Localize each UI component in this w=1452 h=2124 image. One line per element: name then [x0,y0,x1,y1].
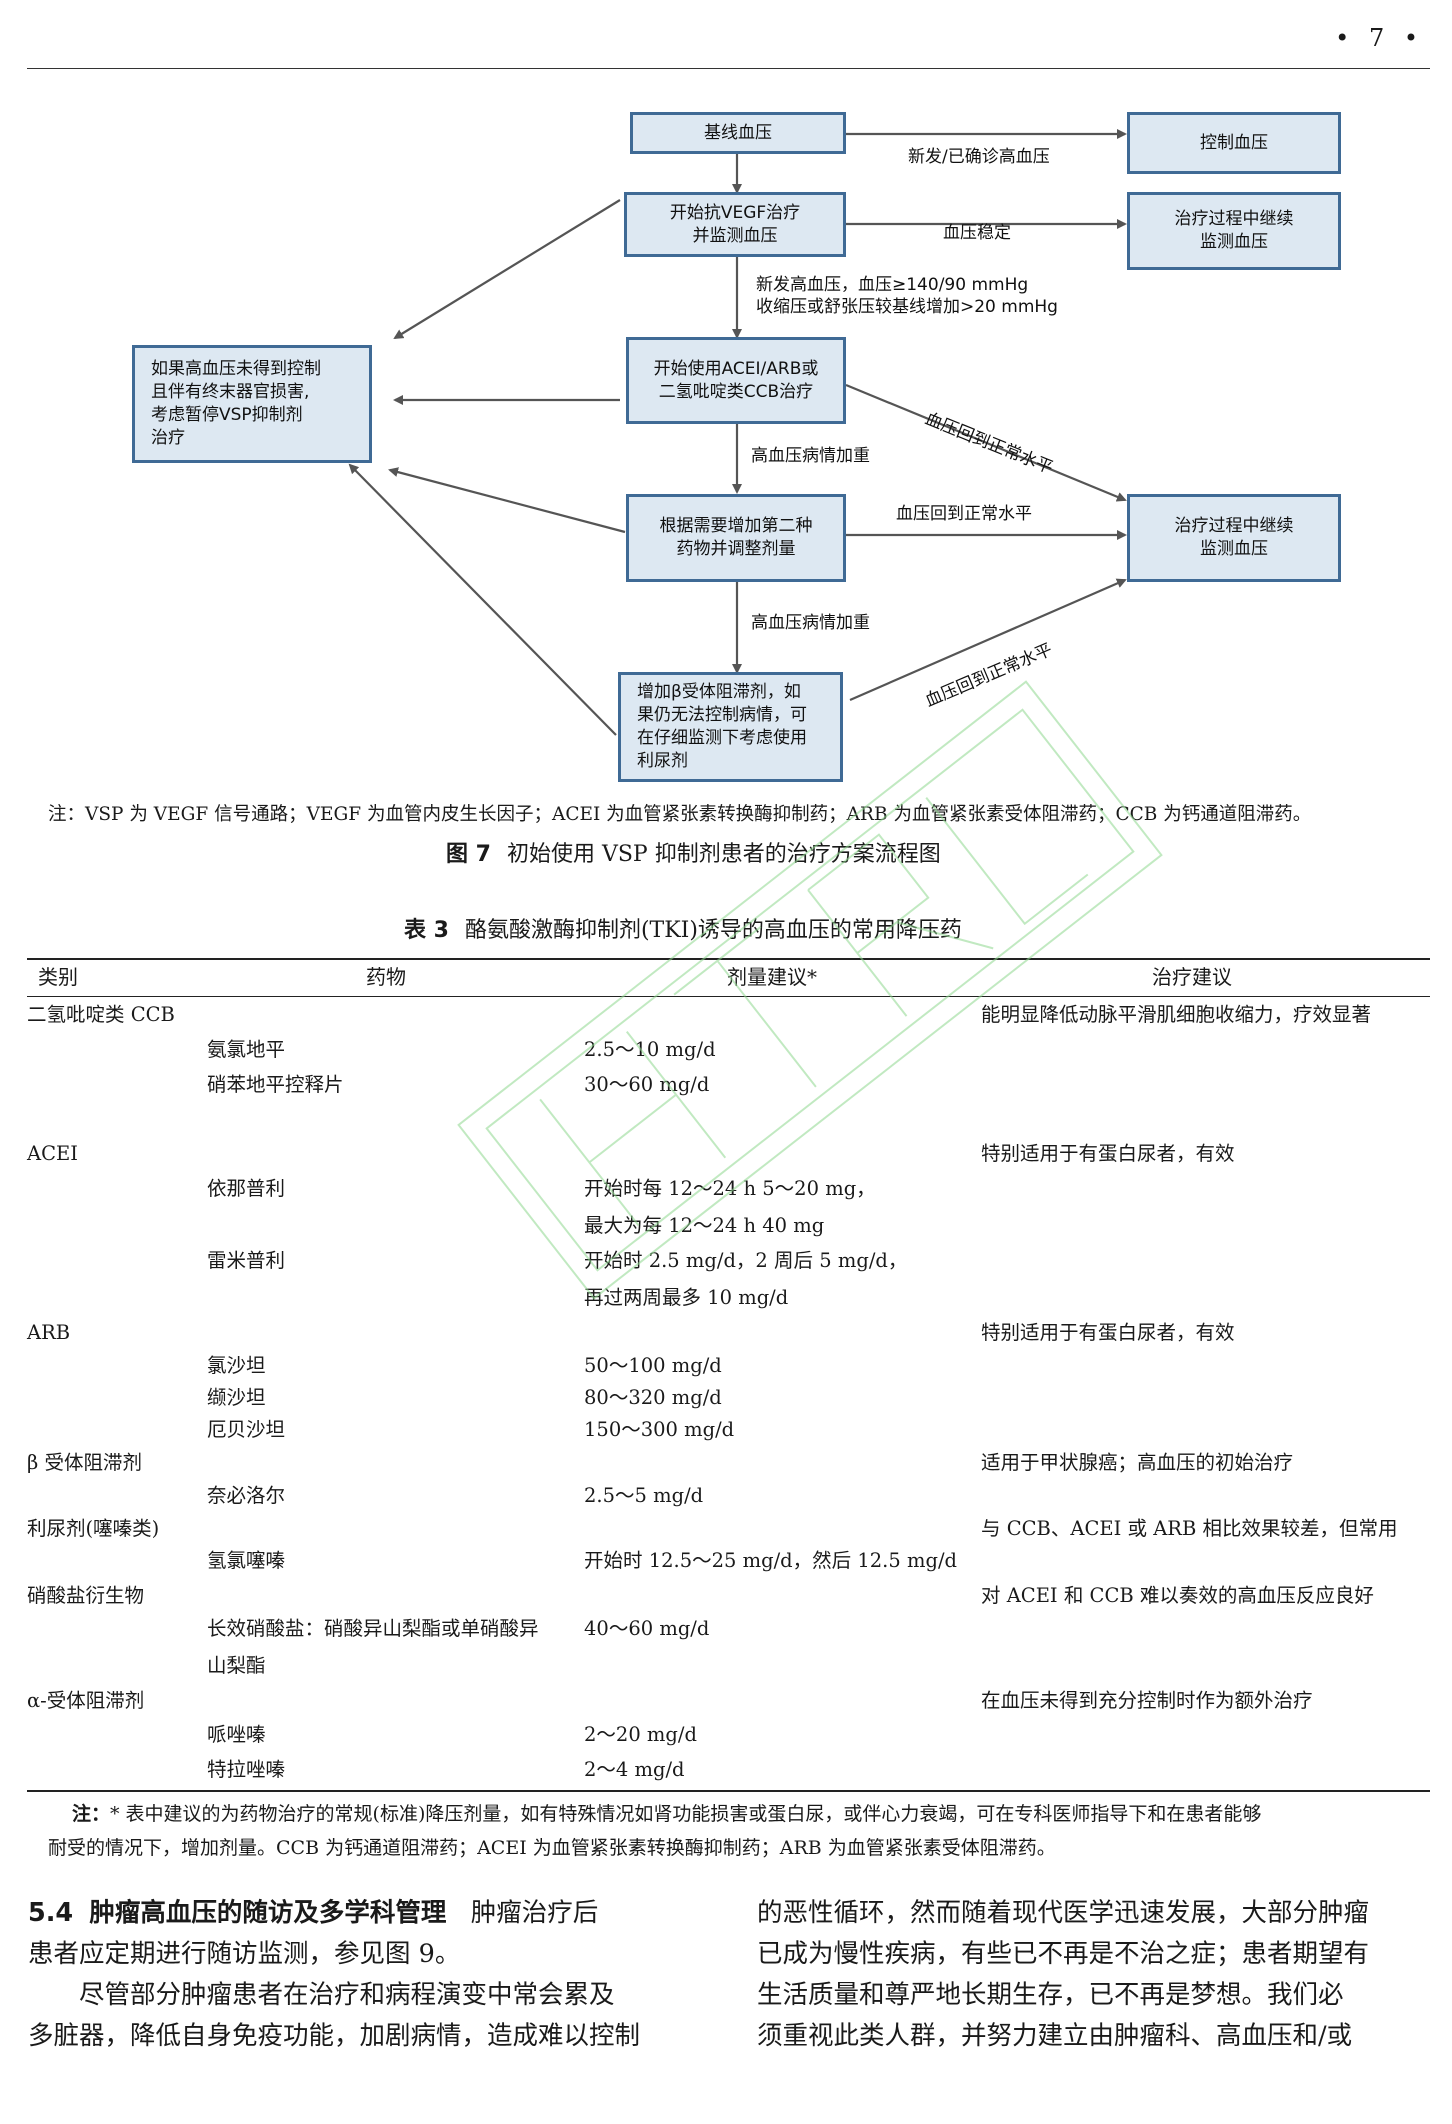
section-title: 肿瘤高血压的随访及多学科管理 [89,1898,447,1928]
flowchart-arrows [348,129,1127,736]
label-new-htn-criteria: 新发高血压，血压≥140/90 mmHg 收缩压或舒张压较基线增加>20 mmH… [756,275,1058,317]
cell-drug: 缬沙坦 [207,1386,266,1409]
box-continue-monitor-2: 治疗过程中继续 监测血压 [1127,494,1341,582]
body-left-line-2: 患者应定期进行随访监测，参见图 9。 [28,1939,461,1969]
body-left-line-4: 多脏器，降低自身免疫功能，加剧病情，造成难以控制 [28,2021,641,2051]
arrow-second-stop [388,467,626,534]
cell-dose: 开始时 12.5～25 mg/d，然后 12.5 mg/d [584,1549,957,1572]
table-caption-label: 表 3 [404,918,449,943]
cell-drug: 哌唑嗪 [207,1723,266,1746]
cell-category: β 受体阻滞剂 [27,1451,142,1474]
table-note-line-1: 注：* 表中建议的为药物治疗的常规(标准)降压剂量，如有特殊情况如肾功能损害或蛋… [72,1798,1261,1831]
arrow-acei-normal [845,383,1127,502]
cell-dose: 80～320 mg/d [584,1386,722,1409]
page-number: • 7 • [1335,24,1424,52]
cell-dose: 40～60 mg/d [584,1617,710,1640]
cell-drug: 特拉唑嗪 [207,1758,286,1781]
cell-dose: 2.5～5 mg/d [584,1484,704,1507]
cell-dose: 30～60 mg/d [584,1073,710,1096]
cell-advice: 对 ACEI 和 CCB 难以奏效的高血压反应良好 [981,1584,1374,1607]
cell-dose: 2～4 mg/d [584,1758,685,1781]
label-bp-stable: 血压稳定 [943,223,1011,243]
cell-drug: 氢氯噻嗪 [207,1549,286,1572]
table-bottom-rule [27,1790,1430,1792]
body-right-line-3: 生活质量和尊严地长期生存，已不再是梦想。我们必 [757,1980,1344,2010]
cell-category: 利尿剂(噻嗪类) [27,1517,160,1540]
cell-category: ACEI [27,1142,78,1165]
label-worsen-1: 高血压病情加重 [751,446,870,466]
body-right-line-1: 的恶性循环，然而随着现代医学迅速发展，大部分肿瘤 [757,1898,1370,1928]
arrow-beta-normal [849,578,1127,702]
table-note-label: 注： [72,1803,111,1825]
table-body: 二氢吡啶类 CCB 能明显降低动脉平滑肌细胞收缩力，疗效显著氨氯地平 2.5～10 … [27,1003,1398,1781]
cell-drug: 奈必洛尔 [207,1484,286,1507]
cell-drug: 依那普利 [207,1177,286,1200]
label-worsen-2: 高血压病情加重 [751,613,870,633]
cell-advice: 特别适用于有蛋白尿者，有效 [981,1321,1235,1344]
cell-drug: 长效硝酸盐：硝酸异山梨酯或单硝酸异 [207,1617,539,1640]
body-left-text-1: 肿瘤治疗后 [470,1898,599,1928]
cell-dose: 50～100 mg/d [584,1354,722,1377]
box-continue-monitor-1: 治疗过程中继续 监测血压 [1127,192,1341,270]
cell-advice: 适用于甲状腺癌；高血压的初始治疗 [981,1451,1294,1474]
cell-drug: 氯沙坦 [207,1354,266,1377]
label-new-confirmed-htn: 新发/已确诊高血压 [908,147,1050,167]
cell-drug: 氨氯地平 [207,1038,286,1061]
cell-category: 硝酸盐衍生物 [27,1584,145,1607]
cell-advice: 与 CCB、ACEI 或 ARB 相比效果较差，但常用 [981,1517,1398,1540]
header-rule [27,68,1430,69]
body-left-line-3: 尽管部分肿瘤患者在治疗和病程演变中常会累及 [79,1980,615,2010]
arrow-vegf-stop [393,199,621,340]
body-right-column: 的恶性循环，然而随着现代医学迅速发展，大部分肿瘤 已成为慢性疾病，有些已不再是不… [757,1893,1437,2057]
table-header-drug: 药物 [366,965,406,989]
cell-advice: 在血压未得到充分控制时作为额外治疗 [981,1689,1313,1712]
cell-dose: 最大为每 12～24 h 40 mg [584,1214,825,1237]
body-left-line-1: 5.4 肿瘤高血压的随访及多学科管理 肿瘤治疗后 [28,1893,708,1934]
cell-dose: 2～20 mg/d [584,1723,697,1746]
cell-category: α-受体阻滞剂 [27,1689,145,1712]
cell-dose: 再过两周最多 10 mg/d [584,1286,789,1309]
cell-drug: 雷米普利 [207,1249,286,1272]
cell-advice: 特别适用于有蛋白尿者，有效 [981,1142,1235,1165]
box-control-bp: 控制血压 [1127,112,1341,174]
cell-category: ARB [27,1321,71,1344]
cell-dose: 2.5～10 mg/d [584,1038,716,1061]
table-note-line-2: 耐受的情况下，增加剂量。CCB 为钙通道阻滞药；ACEI 为血管紧张素转换酶抑制… [48,1837,1056,1859]
section-number: 5.4 [28,1898,74,1928]
box-add-second-drug: 根据需要增加第二种 药物并调整剂量 [626,494,846,582]
table-header-advice: 治疗建议 [1152,965,1232,989]
box-start-vegf: 开始抗VEGF治疗 并监测血压 [624,192,846,257]
cell-drug: 山梨酯 [207,1654,266,1677]
cell-drug: 厄贝沙坦 [207,1418,286,1441]
cell-category: 二氢吡啶类 CCB [27,1003,175,1026]
cell-advice: 能明显降低动脉平滑肌细胞收缩力，疗效显著 [981,1003,1372,1026]
box-start-acei-arb: 开始使用ACEI/ARB或 二氢吡啶类CCB治疗 [626,337,846,424]
table-note-text-1: * 表中建议的为药物治疗的常规(标准)降压剂量，如有特殊情况如肾功能损害或蛋白尿… [110,1803,1262,1825]
box-consider-stop-vsp: 如果高血压未得到控制 且伴有终末器官损害, 考虑暂停VSP抑制剂 治疗 [132,345,372,463]
cell-dose: 开始时 2.5 mg/d，2 周后 5 mg/d， [584,1249,908,1272]
table-header-category: 类别 [38,965,78,989]
body-right-line-2: 已成为慢性疾病，有些已不再是不治之症；患者期望有 [757,1939,1370,1969]
body-right-line-4: 须重视此类人群，并努力建立由肿瘤科、高血压和/或 [757,2021,1353,2051]
cell-dose: 150～300 mg/d [584,1418,735,1441]
cell-drug: 硝苯地平控释片 [207,1073,344,1096]
body-left-column: 5.4 肿瘤高血压的随访及多学科管理 肿瘤治疗后 患者应定期进行随访监测，参见图… [28,1893,708,2057]
label-normal-horizontal: 血压回到正常水平 [896,504,1032,524]
box-baseline-bp: 基线血压 [630,112,846,154]
cell-dose: 开始时每 12～24 h 5～20 mg， [584,1177,876,1200]
